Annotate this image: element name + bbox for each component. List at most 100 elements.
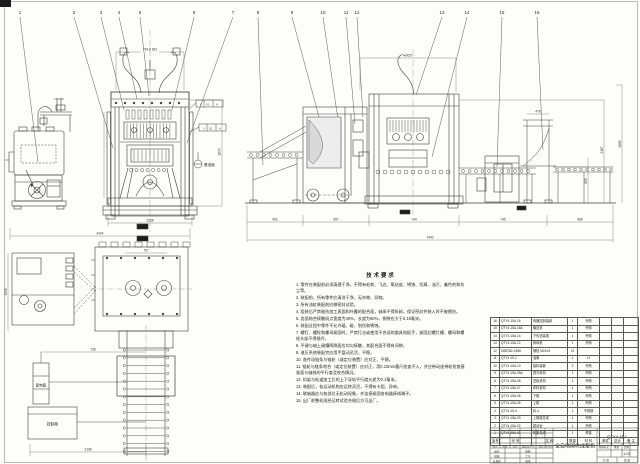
parts-cell: 12 [490,347,500,356]
parts-cell: QTY4-15A.08 [499,377,532,386]
dim-line-b1: 962 [272,218,278,222]
parts-cell [599,377,612,386]
sheet-frame [4,1,638,463]
parts-cell [611,377,624,386]
fcf2-value: 0.1 [209,126,213,130]
dim-front-top: 794.8 962 [143,48,157,52]
balloon-leader [73,16,114,149]
view-line-elevation [245,50,616,215]
parts-cell: 1 [567,377,578,386]
parts-cell [611,384,624,393]
parts-header-cell: 材 料 [577,437,600,446]
parts-cell: QTY4-15A.02 [499,422,532,431]
balloon-number: 16 [535,10,540,15]
parts-header-row: 序号代 号名 称数量材 料单件总计备 注 [490,437,639,446]
parts-cell: QTY4-15A.01 [499,429,532,438]
plan-dimensions [7,228,191,456]
parts-cell: 外购 [577,414,600,423]
balloon-leader [345,16,356,125]
parts-cell: QTY4-15A.07 [499,384,532,393]
tech-requirement-item: 9. 液压系统装配完应用手盘动灵活、平稳。 [296,350,375,356]
parts-cell: 布料机构 [531,384,568,393]
parts-cell: 10 [490,362,500,371]
parts-cell: 1 [567,339,578,348]
balloon-number: 6 [193,10,196,15]
balloon-leader [536,16,544,151]
scale-label: 比例 [624,445,630,449]
dim-overall-front: 4294 [96,232,103,236]
balloon-number: 10 [321,10,326,15]
balloon-leader [431,16,468,158]
weight-label: 重量 [614,445,620,449]
parts-cell: 5 [490,399,500,408]
datum-label: 基准面 [204,162,215,167]
parts-cell: 提升机构 [531,369,568,378]
parts-cell [623,414,639,423]
parts-cell [599,422,612,431]
parts-cell [599,399,612,408]
parts-header-cell: 数量 [567,437,578,446]
tech-requirement-item: 11. 链轮与链条啮合（或定位装置）应对正，用0.10mm塞尺检查不入，并应带动… [296,364,465,376]
rev-label: 处数 [503,444,508,448]
dim-line-total: 7440 [426,236,433,240]
parts-cell: 上模 [531,399,568,408]
parts-cell [623,407,639,416]
dim-line-r1: 835 [584,178,588,184]
balloon-number: 1 [19,10,22,15]
distribution-box-label: 配电箱 [36,383,47,388]
parts-cell: QTY4-15A.06 [499,392,532,401]
parts-cell: 1 [567,407,578,416]
balloon-number: 12 [355,10,360,15]
rev-label: 标记 [493,444,498,448]
balloon-leader [291,16,323,129]
parts-cell [599,384,612,393]
parts-header-cell: 备 注 [623,437,639,446]
parts-cell: 外购 [577,317,600,326]
parts-cell: 1 [490,429,500,438]
parts-cell: 12 [567,347,578,356]
parts-cell: 9 [490,369,500,378]
parts-cell: 1 [567,369,578,378]
staff-label: 工艺 [525,455,531,459]
parts-cell [599,369,612,378]
parts-cell: 11 [490,354,500,363]
balloon-leader [415,16,443,96]
tech-requirement-item: 7. 螺钉、螺栓和螺母紧固时，严禁打击或使用不合适的旋具和扳手，紧固后螺钉槽、螺… [296,329,465,342]
parts-cell [611,422,624,431]
parts-cell: 振动台 [531,422,568,431]
parts-cell: L2 [577,354,600,363]
dim-front-bottom: 2258 [146,219,153,223]
parts-cell: 7 [490,384,500,393]
view-hydraulic-unit [5,98,72,210]
parts-cell: 油管 [531,354,568,363]
balloon-leader [118,16,138,100]
parts-cell: 外购 [577,392,600,401]
balloon-leader [19,16,39,163]
parts-cell [611,362,624,371]
balloon-leader [186,16,234,144]
control-cabinet-label: 控制柜 [47,422,59,427]
fcf-ref: A [216,102,218,106]
parts-cell [623,399,639,408]
parts-cell [599,362,612,371]
parts-cell: 外购 [577,399,600,408]
tech-requirement-item: 10. 各传动链条与链轮（或定位装置）应对正、平稳。 [296,357,393,363]
parts-cell [599,347,612,356]
parts-cell [611,369,624,378]
parts-header-cell: 单件 [599,437,612,446]
parts-cell [623,332,639,341]
corner-mark [0,0,11,7]
rev-label: 签名 [539,444,544,448]
parts-cell: 1 [567,392,578,401]
balloon-leader [496,16,503,168]
balloon-number: 7 [232,10,235,15]
dim-line-b5: 968 [577,218,583,222]
parts-cell [599,429,612,438]
